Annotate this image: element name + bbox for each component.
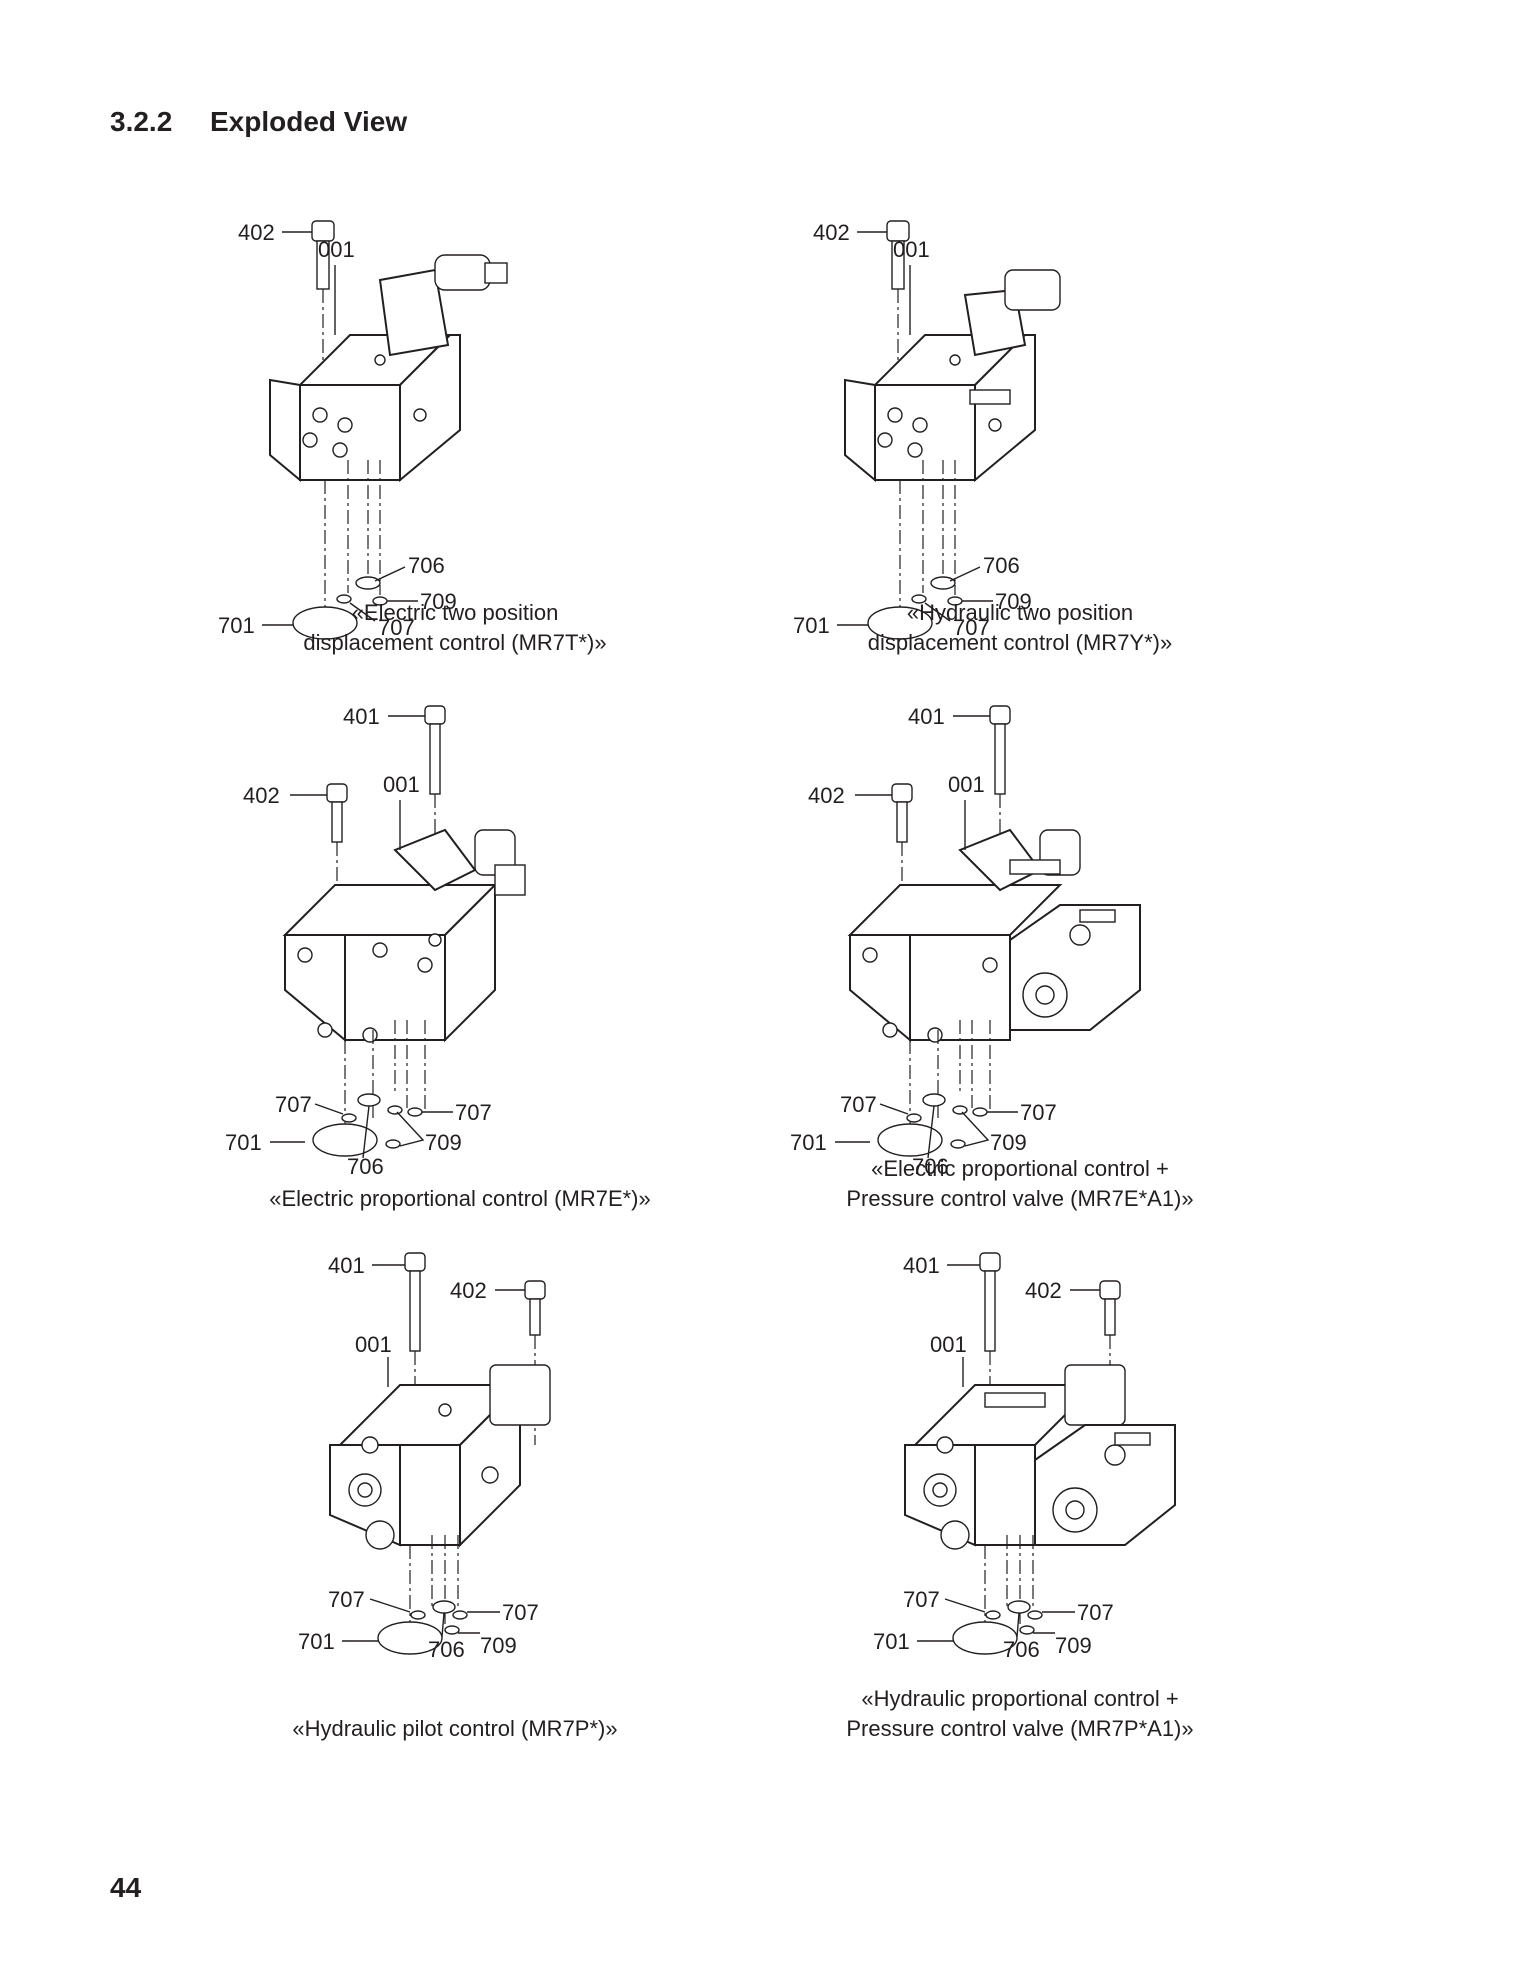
- callout-001: 001: [318, 237, 355, 262]
- callout-701: 701: [218, 613, 255, 638]
- callout-706: 706: [983, 553, 1020, 578]
- callout-709: 709: [990, 1130, 1027, 1155]
- callout-701: 701: [793, 613, 830, 638]
- callout-401: 401: [343, 704, 380, 729]
- section-heading: 3.2.2 Exploded View: [110, 106, 407, 138]
- callout-701: 701: [873, 1629, 910, 1654]
- callout-701: 701: [298, 1629, 335, 1654]
- callout-001: 001: [383, 772, 420, 797]
- callout-706: 706: [408, 553, 445, 578]
- exploded-diagram-mr7y: 402 001 706 709 707 701: [793, 220, 1061, 640]
- callout-402: 402: [238, 220, 275, 245]
- callout-001: 001: [355, 1332, 392, 1357]
- callout-707-left: 707: [328, 1587, 365, 1612]
- caption-line: displacement control (MR7Y*)»: [867, 630, 1173, 655]
- caption-mr7y: «Hydraulic two position displacement con…: [720, 598, 1320, 658]
- callout-001: 001: [948, 772, 985, 797]
- callout-707-left: 707: [275, 1092, 312, 1117]
- caption-mr7t: «Electric two position displacement cont…: [155, 598, 755, 658]
- callout-001: 001: [930, 1332, 967, 1357]
- callout-709: 709: [480, 1633, 517, 1658]
- caption-line: Pressure control valve (MR7P*A1)»: [846, 1716, 1194, 1741]
- callout-402: 402: [813, 220, 850, 245]
- exploded-view-mr7e: 401 402 001 707 707 701 70: [225, 700, 845, 1179]
- callout-401: 401: [908, 704, 945, 729]
- page-number: 44: [110, 1872, 142, 1903]
- exploded-diagram-mr7p-a1: 401 402 001 707 707 701 706: [873, 1252, 1176, 1662]
- callout-401: 401: [328, 1253, 365, 1278]
- exploded-diagram-mr7p: 401 402 001 707 707 701 706 709: [298, 1252, 551, 1662]
- callout-001: 001: [893, 237, 930, 262]
- callout-706: 706: [912, 1154, 949, 1179]
- callout-709: 709: [420, 589, 457, 614]
- callout-707-right: 707: [1077, 1600, 1114, 1625]
- caption-line: «Hydraulic pilot control (MR7P*)»: [292, 1716, 618, 1741]
- exploded-view-mr7e-a1: 401 402 001 707 707 701: [790, 700, 1410, 1179]
- callout-709: 709: [1055, 1633, 1092, 1658]
- exploded-diagram-mr7e-a1: 401 402 001 707 707 701: [790, 704, 1141, 1179]
- exploded-diagram-mr7t: 402 001 706 709 707 701: [218, 220, 508, 640]
- section-number: 3.2.2: [110, 106, 173, 137]
- exploded-view-mr7y: 402 001 706 709 707 701: [793, 215, 1405, 655]
- callout-706: 706: [347, 1154, 384, 1179]
- caption-mr7e-a1: «Electric proportional control + Pressur…: [720, 1154, 1320, 1214]
- caption-line: «Electric proportional control +: [871, 1156, 1169, 1181]
- caption-mr7e: «Electric proportional control (MR7E*)»: [160, 1184, 760, 1214]
- callout-402: 402: [808, 783, 845, 808]
- callout-701: 701: [225, 1130, 262, 1155]
- callout-706: 706: [428, 1637, 465, 1662]
- callout-709: 709: [995, 589, 1032, 614]
- callout-701: 701: [790, 1130, 827, 1155]
- exploded-view-mr7p-a1: 401 402 001 707 707 701 706: [873, 1245, 1475, 1685]
- caption-line: «Hydraulic two position: [906, 600, 1134, 625]
- exploded-diagram-mr7e: 401 402 001 707 707 701 70: [225, 704, 526, 1179]
- callout-707: 707: [378, 615, 415, 640]
- caption-mr7p-a1: «Hydraulic proportional control + Pressu…: [720, 1684, 1320, 1744]
- callout-707-left: 707: [903, 1587, 940, 1612]
- caption-line: displacement control (MR7T*)»: [303, 630, 607, 655]
- callout-707-right: 707: [455, 1100, 492, 1125]
- callout-402: 402: [243, 783, 280, 808]
- callout-402: 402: [450, 1278, 487, 1303]
- callout-707-right: 707: [502, 1600, 539, 1625]
- callout-707-left: 707: [840, 1092, 877, 1117]
- callout-707: 707: [953, 615, 990, 640]
- caption-mr7p: «Hydraulic pilot control (MR7P*)»: [155, 1714, 755, 1744]
- callout-707-right: 707: [1020, 1100, 1057, 1125]
- callout-402: 402: [1025, 1278, 1062, 1303]
- callout-401: 401: [903, 1253, 940, 1278]
- exploded-view-mr7t: 402 001 706 709 707 701: [218, 215, 830, 655]
- caption-line: «Electric proportional control (MR7E*)»: [269, 1186, 651, 1211]
- caption-line: «Electric two position: [351, 600, 559, 625]
- section-title: Exploded View: [210, 106, 408, 137]
- callout-706: 706: [1003, 1637, 1040, 1662]
- caption-line: Pressure control valve (MR7E*A1)»: [846, 1186, 1194, 1211]
- exploded-view-mr7p: 401 402 001 707 707 701 706 709: [298, 1245, 900, 1685]
- callout-709: 709: [425, 1130, 462, 1155]
- caption-line: «Hydraulic proportional control +: [861, 1686, 1179, 1711]
